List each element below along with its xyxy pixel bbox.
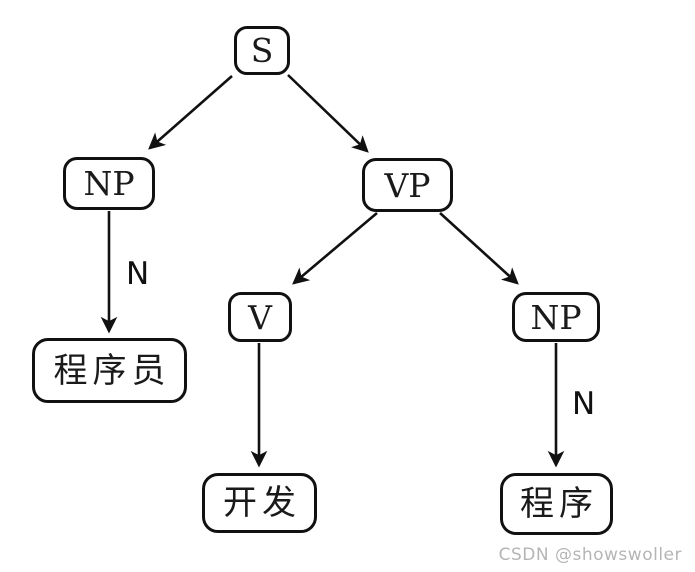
- node-np-right: NP: [512, 292, 600, 342]
- node-np-left: NP: [63, 157, 155, 210]
- edge-vp-v: [292, 212, 378, 285]
- watermark: CSDN @showswoller: [498, 545, 682, 565]
- edge-label-n-right: N: [572, 386, 596, 422]
- edge-label-n-left: N: [126, 256, 150, 292]
- node-word-develop: 开发: [202, 473, 317, 533]
- node-s: S: [234, 26, 290, 75]
- node-word-programmer-label: 程序员: [53, 350, 171, 391]
- edge-s-vp: [287, 74, 369, 153]
- node-word-programmer: 程序员: [32, 338, 187, 403]
- node-word-develop-label: 开发: [223, 483, 301, 523]
- edge-vp-np-right: [439, 212, 519, 285]
- node-vp: VP: [362, 158, 453, 212]
- node-v: V: [228, 292, 292, 342]
- node-word-program: 程序: [500, 473, 613, 535]
- node-word-program-label: 程序: [520, 484, 598, 524]
- edge-s-np-left: [148, 75, 233, 150]
